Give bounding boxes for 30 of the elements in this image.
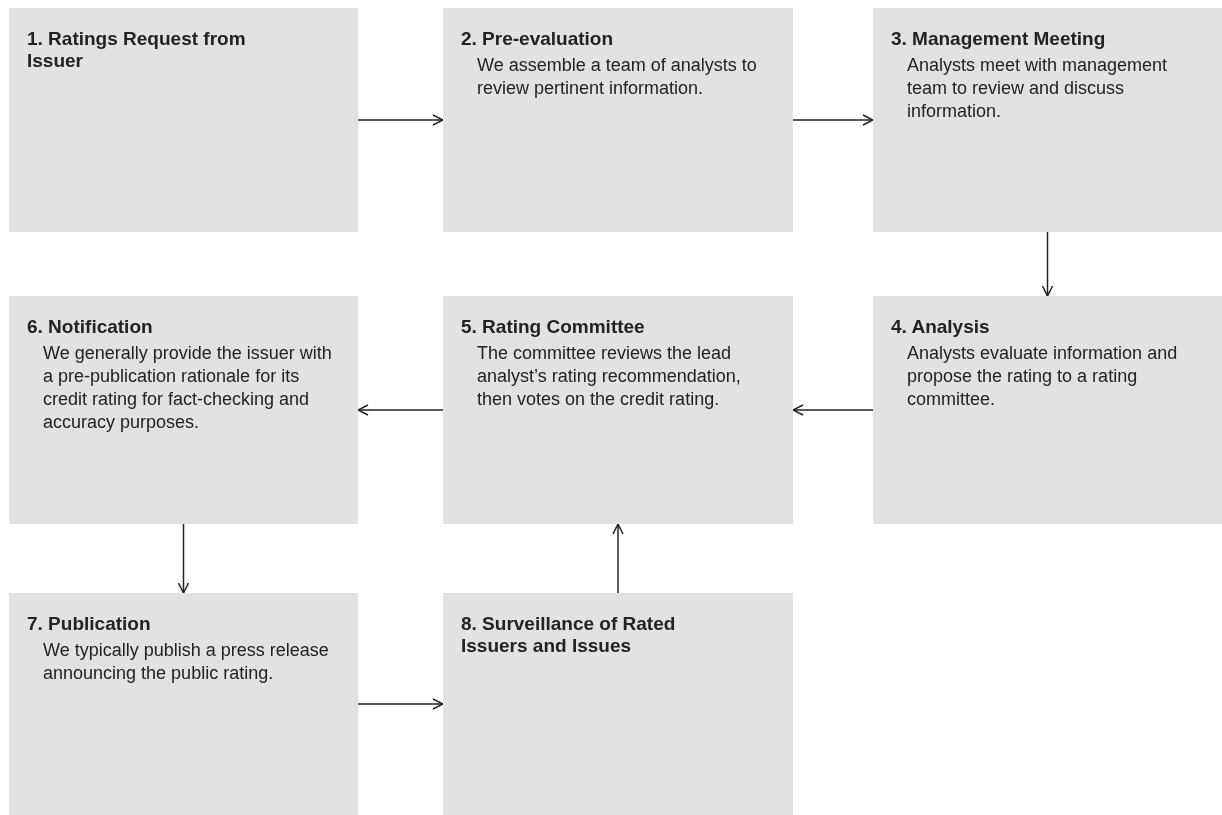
step-description: Analysts evaluate information and propose the rating to a rating committee. — [906, 342, 1179, 411]
step-heading: 8. Surveillance of Rated Issuers and Issues — [461, 613, 677, 657]
arrow — [1041, 231, 1054, 297]
step-description: We assemble a team of analysts to review pertinent information. — [476, 54, 758, 100]
process-box — [9, 593, 358, 815]
step-description: We typically publish a press release announcing the public rating. — [42, 639, 330, 685]
arrow — [792, 114, 874, 126]
step-heading: 6. Notification — [27, 316, 154, 338]
arrow — [177, 523, 190, 594]
step-description: Analysts meet with management team to review and discuss information. — [906, 54, 1169, 123]
process-box — [443, 593, 793, 815]
step-heading: 7. Publication — [27, 613, 152, 635]
arrow — [612, 523, 624, 594]
step-heading: 5. Rating Committee — [461, 316, 646, 338]
step-heading: 1. Ratings Request from Issuer — [27, 28, 247, 72]
process-box — [9, 296, 358, 524]
arrow — [357, 114, 444, 126]
arrow — [357, 404, 444, 416]
step-heading: 4. Analysis — [891, 316, 991, 338]
step-description: We generally provide the issuer with a pre-publication rationale for its credit rating for fact-checking and accuracy purposes. — [42, 342, 333, 434]
process-box — [443, 296, 793, 524]
step-description: The committee reviews the lead analyst’s rating recommendation, then votes on the credit rating. — [476, 342, 742, 411]
process-box — [9, 8, 358, 232]
process-box — [873, 8, 1222, 232]
process-box — [873, 296, 1222, 524]
process-box — [443, 8, 793, 232]
arrow — [792, 404, 874, 416]
arrow — [357, 698, 444, 710]
step-heading: 2. Pre-evaluation — [461, 28, 615, 50]
step-heading: 3. Management Meeting — [891, 28, 1107, 50]
